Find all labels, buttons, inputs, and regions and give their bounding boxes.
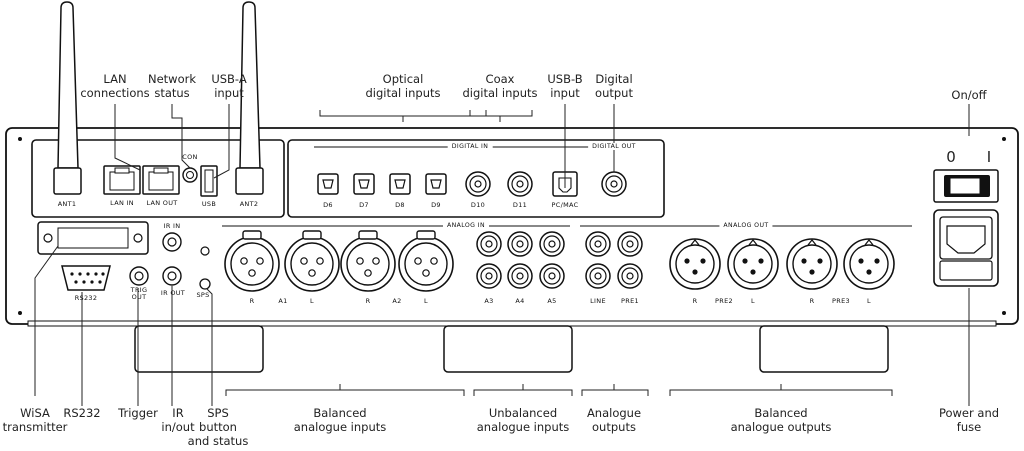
a1-text: A1 [278, 297, 288, 305]
pre3-text: PRE3 [832, 297, 850, 305]
d11-text: D11 [512, 201, 528, 209]
pre2-text: PRE2 [715, 297, 733, 305]
pre1-text: PRE1 [621, 297, 639, 305]
digital-in-header: DIGITAL IN [447, 143, 493, 150]
ant1-text: ANT1 [57, 200, 77, 208]
d7-text: D7 [359, 201, 369, 209]
ir-in-text: IR IN [163, 222, 181, 230]
a1-r-text: R [249, 297, 255, 305]
analog-in-header: ANALOG IN [442, 222, 490, 229]
d10-text: D10 [470, 201, 486, 209]
lan-in-text: LAN IN [110, 199, 134, 207]
a2-l-text: L [424, 297, 428, 305]
a3-text: A3 [484, 297, 494, 305]
rs232-label: RS232 [63, 406, 101, 420]
pre2-r-text: R [692, 297, 698, 305]
on-off-label: On/off [951, 88, 987, 102]
digital-out-header: DIGITAL OUT [588, 143, 640, 150]
pre3-r-text: R [809, 297, 815, 305]
line-text: LINE [590, 297, 606, 305]
ir-out-text: IR OUT [160, 289, 186, 297]
d9-text: D9 [431, 201, 441, 209]
rs232-text: RS232 [74, 294, 98, 302]
lan-out-text: LAN OUT [146, 199, 178, 207]
trigger-label: Trigger [118, 406, 158, 420]
pre2-l-text: L [751, 297, 755, 305]
a5-text: A5 [547, 297, 557, 305]
d6-text: D6 [323, 201, 333, 209]
a2-text: A2 [392, 297, 402, 305]
sps-text: SPS [196, 291, 210, 299]
pre3-l-text: L [867, 297, 871, 305]
switch-on-mark: I [986, 148, 992, 166]
analog-out-header: ANALOG OUT [719, 222, 773, 229]
a4-text: A4 [515, 297, 525, 305]
a1-l-text: L [310, 297, 314, 305]
a2-r-text: R [365, 297, 371, 305]
switch-off-mark: 0 [946, 148, 956, 166]
ant2-text: ANT2 [239, 200, 259, 208]
usb-text: USB [201, 200, 217, 208]
d8-text: D8 [395, 201, 405, 209]
con-text: CON [182, 153, 198, 161]
pc-mac-text: PC/MAC [551, 201, 579, 209]
